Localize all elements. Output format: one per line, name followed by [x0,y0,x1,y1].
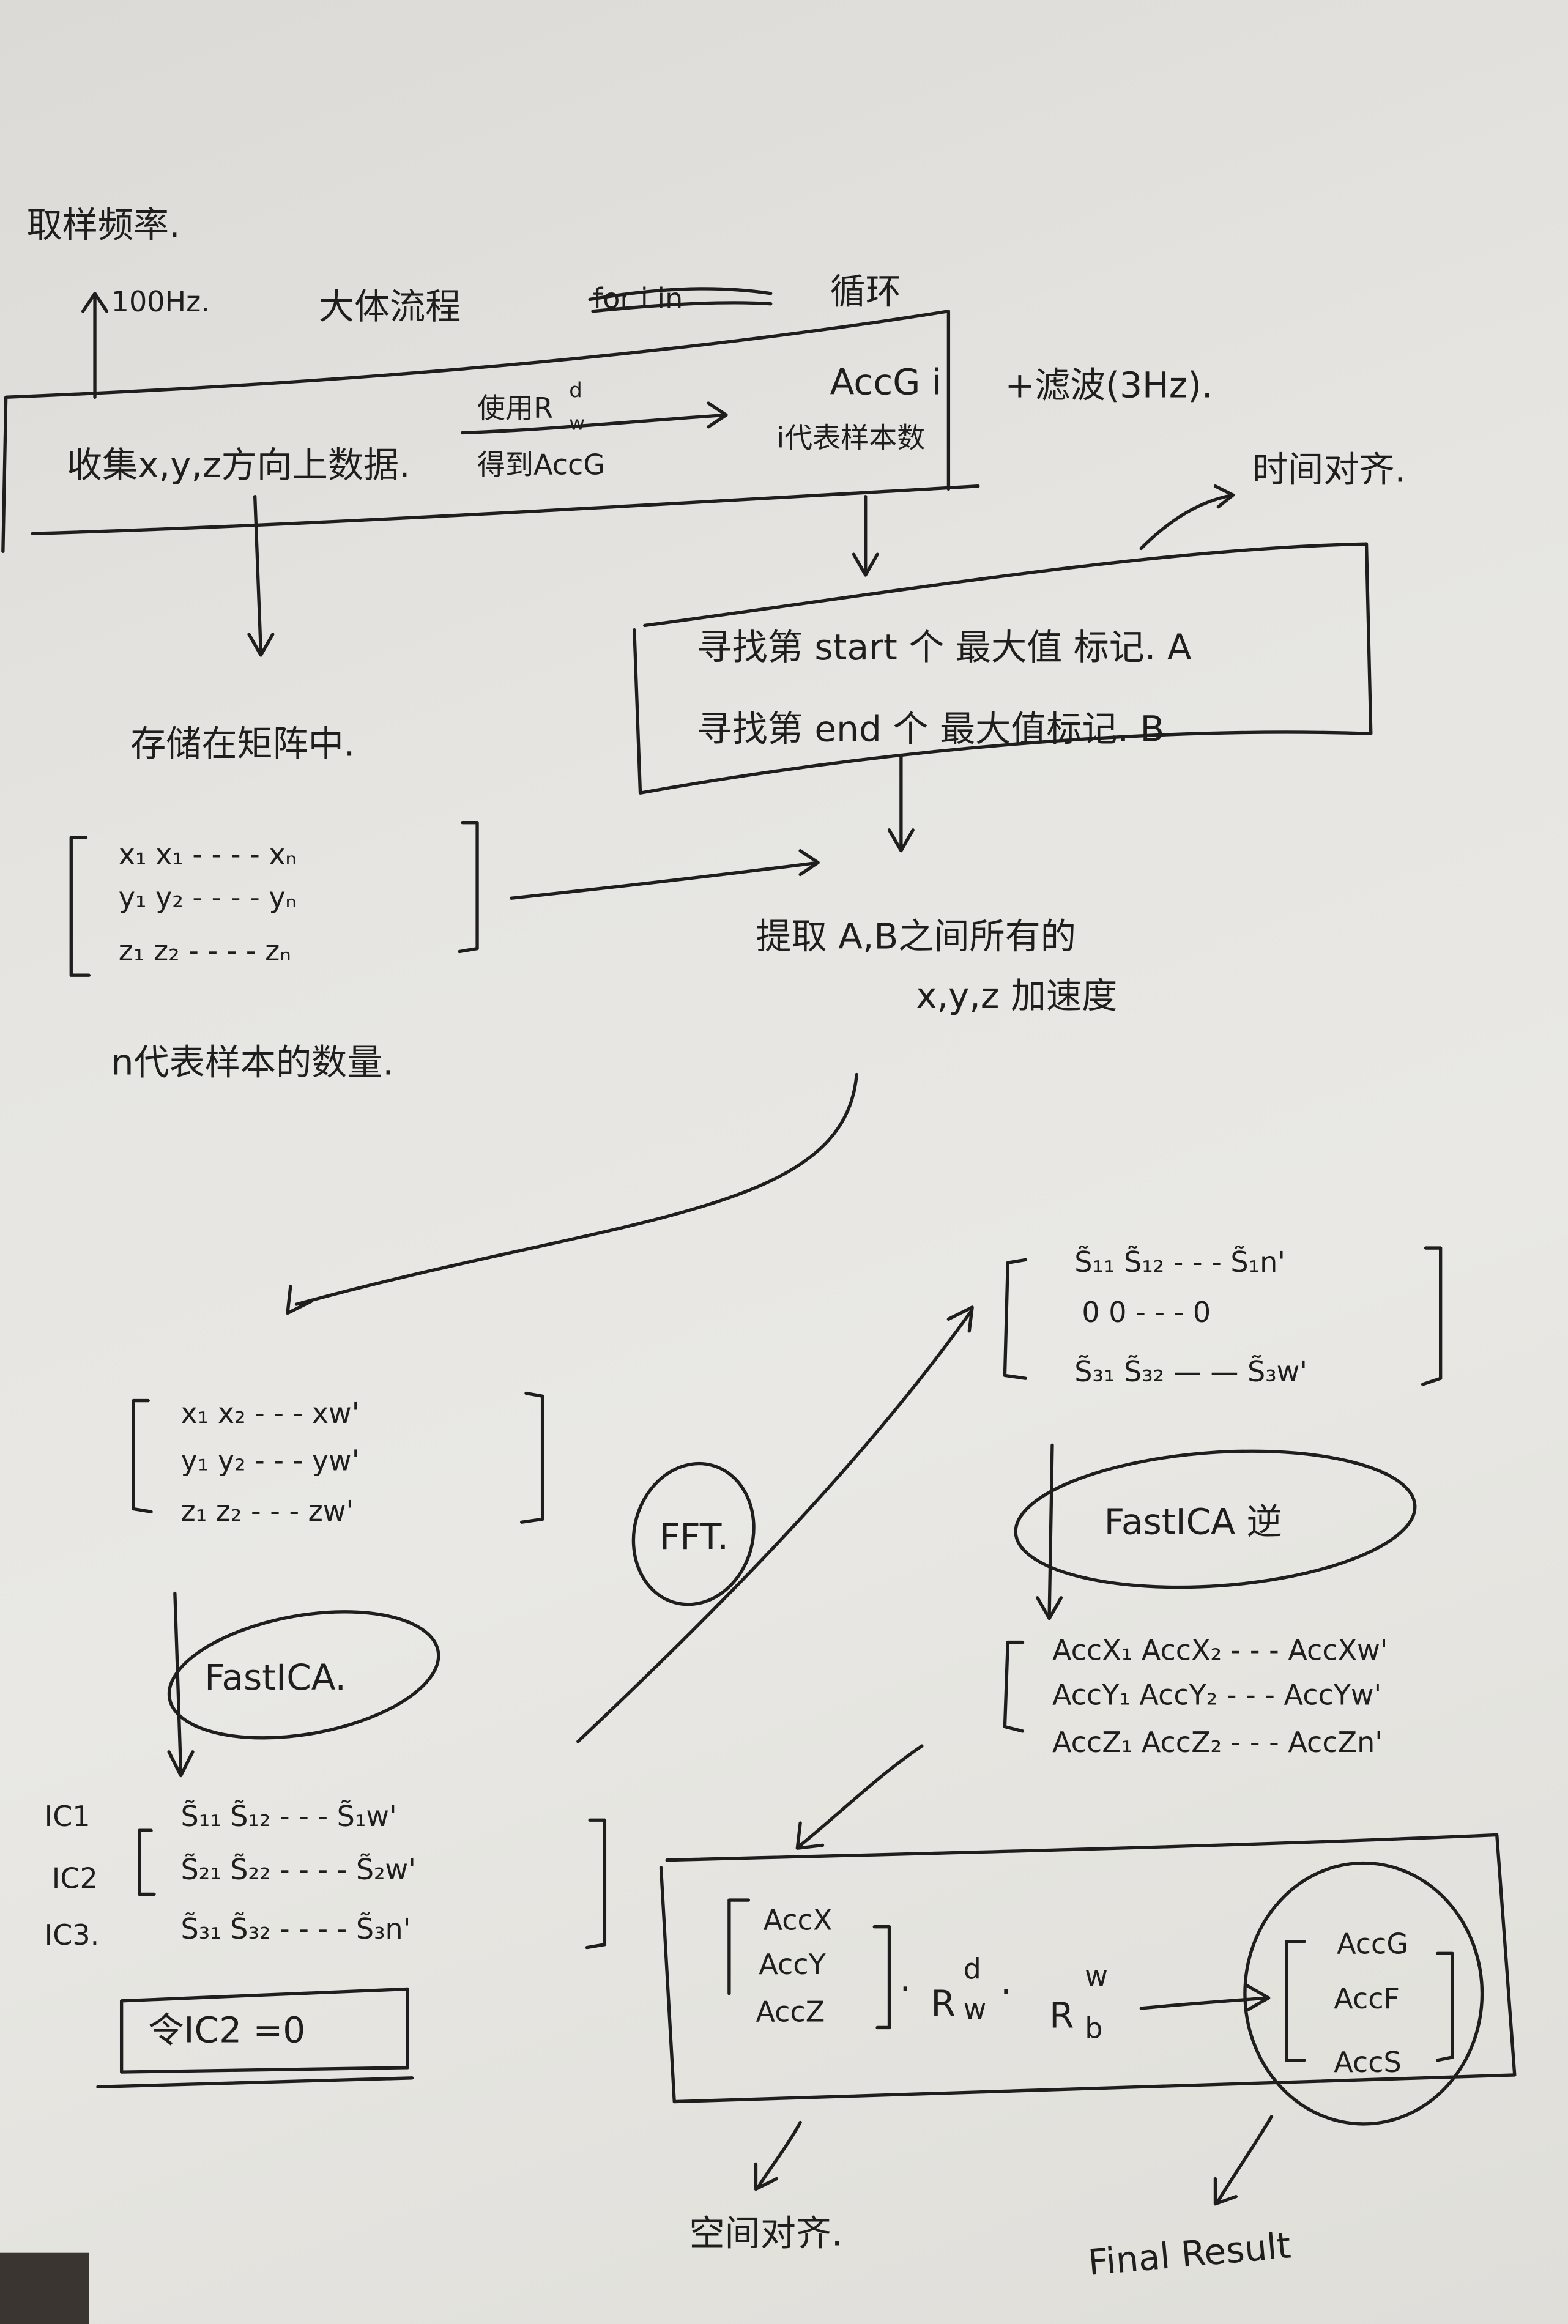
use-rotation-text: 使用R [477,392,553,425]
vector-brackets [1285,1940,1454,2062]
fastica-inverse-circle [1014,1449,1417,1589]
rotation-r-wd: R [931,1983,955,2024]
right-arrow-icon [510,849,820,900]
down-arrow-icon [167,1591,195,1778]
matrix-row: S̃₃₁ S̃₃₂ — — S̃₃w' [1074,1355,1307,1388]
fft-circle [631,1461,756,1606]
get-accg-text: 得到AccG [477,448,605,481]
fastica-label: FastICA. [204,1657,346,1698]
find-end-text: 寻找第 end 个 最大值标记. B [697,708,1165,749]
matrix-row: z₁ z₂ - - - - zₙ [119,934,291,967]
find-max-box [633,542,1373,795]
vector-entry: AccX [764,1904,833,1937]
curved-arrow-icon [286,1072,858,1315]
extract-text-line1: 提取 A,B之间所有的 [756,916,1076,957]
matrix-row: y₁ y₂ - - - yw' [181,1444,360,1477]
down-arrow-icon [247,494,275,657]
down-arrow-icon [1036,1443,1063,1620]
down-arrow-icon [887,754,915,853]
up-arrow-icon [81,292,109,399]
i-meaning-text: i代表样本数 [776,421,925,455]
down-left-arrow-icon [795,1744,924,1850]
down-arrow-icon [754,2120,802,2191]
matrix-row: S̃₁₁ S̃₁₂ - - - S̃₁n' [1074,1245,1285,1278]
vector-entry: AccZ [756,1995,825,2029]
matrix-row: S̃₁₁ S̃₁₂ - - - S̃₁w' [181,1800,397,1833]
matrix-row: AccY₁ AccY₂ - - - AccYw' [1052,1678,1381,1711]
svg-text:·: · [1000,1971,1011,2013]
matrix-row: x₁ x₂ - - - xw' [181,1397,360,1430]
sampling-rate-value: 100Hz. [111,285,210,318]
matrix-bracket [1003,1640,1025,1733]
fastica-inverse-label: FastICA 逆 [1104,1501,1282,1543]
matrix-brackets [138,1818,607,1950]
space-align-text: 空间对齐. [689,2213,842,2254]
result-entry: AccS [1334,2046,1401,2079]
matrix-brackets [1003,1246,1443,1386]
matrix-row: AccZ₁ AccZ₂ - - - AccZn' [1052,1726,1383,1759]
vector-entry: AccY [759,1948,826,1981]
loop-label: 循环 [830,271,901,313]
ic-label: IC2 [52,1862,98,1895]
sampling-rate-label: 取样频率. [27,204,180,246]
result-circle [1243,1861,1484,2126]
rotation-sup: w [1085,1960,1108,1993]
overview-title: 大体流程 [319,286,461,327]
rotation-sub: w [964,1992,987,2025]
find-start-text: 寻找第 start 个 最大值 标记. A [697,626,1192,668]
svg-text:·: · [899,1968,910,2010]
final-result-text: Final Result [1087,2224,1293,2284]
ic-label: IC1 [45,1800,91,1833]
matrix-brackets [69,821,479,977]
matrix-row: y₁ y₂ - - - - yₙ [119,881,297,914]
curved-arrow-icon [1139,484,1235,551]
matrix-brackets [132,1391,544,1524]
fft-label: FFT. [660,1516,729,1557]
rotation-r-bw: R [1049,1994,1074,2036]
set-ic2-zero-text: 令IC2 =0 [148,2010,305,2051]
ic2-zero-box [96,1987,414,2089]
page-corner-shadow [0,2252,89,2324]
extract-text-line2: x,y,z 加速度 [916,975,1117,1017]
equation-box [659,1833,1517,2104]
down-arrow-icon [1213,2115,1274,2206]
time-align-text: 时间对齐. [1252,448,1406,490]
rotation-sub: w [569,413,585,435]
down-arrow-icon [852,494,879,577]
accg-i-text: AccG i [830,361,942,403]
matrix-row: S̃₂₁ S̃₂₂ - - - - S̃₂w' [181,1853,416,1886]
matrix-row: AccX₁ AccX₂ - - - AccXw' [1052,1634,1388,1667]
fastica-circle [167,1610,440,1740]
store-matrix-text: 存储在矩阵中. [130,723,355,765]
matrix-row: 0 0 - - - 0 [1082,1296,1211,1329]
vector-brackets [727,1898,891,2030]
n-meaning-text: n代表样本的数量. [111,1042,394,1083]
ic-label: IC3. [45,1918,100,1951]
strikethrough [588,287,773,313]
filter-text: +滤波(3Hz). [1005,364,1213,406]
matrix-row: z₁ z₂ - - - zw' [181,1494,354,1528]
collect-data-text: 收集x,y,z方向上数据. [67,444,411,486]
rotation-sup: d [964,1952,981,1985]
right-arrow-icon [461,401,728,435]
result-entry: AccF [1334,1982,1400,2015]
matrix-row: S̃₃₁ S̃₃₂ - - - - S̃₃n' [181,1912,411,1945]
loop-box-top [1,310,951,553]
rotation-sup: d [569,378,582,402]
result-entry: AccG [1337,1927,1408,1960]
matrix-row: x₁ x₁ - - - - xₙ [119,838,297,871]
loop-box-bottom [31,484,980,535]
rotation-sub: b [1085,2011,1102,2044]
diagonal-arrow-icon [576,1305,974,1743]
right-arrow-icon [1139,1984,1271,2012]
